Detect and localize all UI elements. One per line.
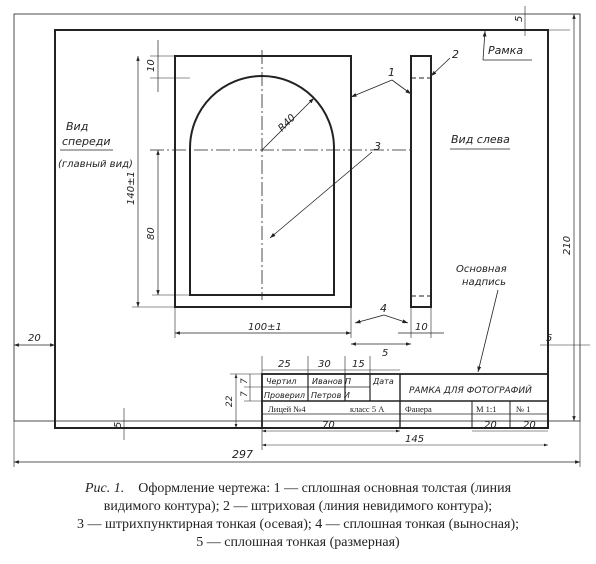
tb-dim-7b: 7: [240, 391, 250, 397]
radius-label: R40: [276, 112, 298, 134]
callout-4-leader-b: [383, 314, 409, 324]
dim-bottom-5-label: 5: [113, 422, 124, 428]
tb-dim-145: 145: [405, 434, 424, 445]
title-block-label-2: надпись: [462, 277, 506, 288]
tb-title: РАМКА ДЛЯ ФОТОГРАФИЙ: [409, 384, 532, 396]
tb-class: класс 5 А: [350, 404, 385, 414]
front-view-label-3: (главный вид): [58, 159, 133, 170]
technical-drawing: R40 1 2 3 4 Вид спереди (главный вид) Ви…: [13, 6, 590, 467]
tb-checked-name: Петров И: [311, 391, 350, 400]
frame-leader-2: [482, 30, 487, 61]
title-block-label-1: Основная: [456, 264, 507, 275]
tb-drew: Чертил: [266, 377, 296, 386]
tb-dim-20a: 20: [484, 420, 497, 431]
callout-3-leader: [269, 151, 373, 239]
tb-sheet: № 1: [516, 404, 531, 414]
dim-100-label: 100±1: [248, 322, 282, 333]
callout-3: 3: [374, 140, 381, 153]
radius-leader: [261, 97, 315, 151]
tb-dim-25: 25: [278, 359, 291, 370]
callout-1-leader-a: [350, 79, 393, 98]
tb-checked: Проверил: [264, 391, 305, 400]
tb-dim-70: 70: [322, 420, 335, 431]
figure-number: Рис. 1.: [84, 481, 125, 496]
caption-line-3: 3 — штрихпунктирная тонкая (осевая); 4 —…: [76, 517, 520, 532]
tb-school: Лицей №4: [268, 404, 306, 414]
dim-side-5-label: 5: [382, 348, 388, 359]
dim-top-5-label: 5: [514, 16, 525, 22]
tb-scale: М 1:1: [476, 404, 497, 414]
tb-dim-22: 22: [225, 395, 235, 407]
front-view-label-2: спереди: [62, 135, 111, 148]
tb-dim-15: 15: [352, 359, 365, 370]
dim-10-top-label: 10: [146, 59, 157, 72]
tb-material: Фанера: [405, 404, 432, 414]
drawing-frame: [54, 29, 549, 429]
dim-210-label: 210: [562, 236, 573, 255]
front-view-outline: [174, 55, 352, 308]
arch-opening: [189, 75, 335, 296]
dim-left-20-label: 20: [28, 333, 41, 344]
callout-4-leader-a: [354, 314, 385, 324]
front-view-label-1: Вид: [66, 120, 88, 133]
tb-date: Дата: [372, 377, 394, 386]
dim-140-label: 140±1: [126, 171, 137, 205]
callout-2: 2: [452, 48, 459, 61]
caption-line-1: Оформление чертежа: 1 — сплошная основна…: [138, 481, 512, 496]
left-view-outline: [410, 55, 432, 308]
dim-80-label: 80: [146, 227, 157, 240]
tb-dim-30: 30: [318, 359, 331, 370]
callout-2-leader: [430, 57, 451, 77]
caption-line-4: 5 — сплошная тонкая (размерная): [196, 535, 400, 550]
dim-297-label: 297: [232, 448, 253, 461]
callout-1-leader-b: [391, 79, 412, 95]
title-block: [261, 373, 549, 429]
title-block-leader: [477, 289, 499, 373]
callout-1: 1: [388, 66, 395, 79]
tb-dim-20b: 20: [523, 420, 536, 431]
caption-line-2: видимого контура); 2 — штриховая (линия …: [103, 499, 493, 514]
tb-drew-name: Иванов П: [312, 377, 351, 386]
callout-4: 4: [380, 302, 387, 315]
left-view-label: Вид слева: [451, 133, 510, 146]
tb-dim-7a: 7: [240, 378, 250, 384]
figure-caption: Рис. 1. Оформление чертежа: 1 — сплошная …: [0, 480, 596, 552]
sheet-edge: [13, 13, 581, 422]
frame-label: Рамка: [488, 44, 523, 57]
dim-right-5-label: 5: [546, 333, 552, 344]
dim-side-10-label: 10: [415, 322, 428, 333]
